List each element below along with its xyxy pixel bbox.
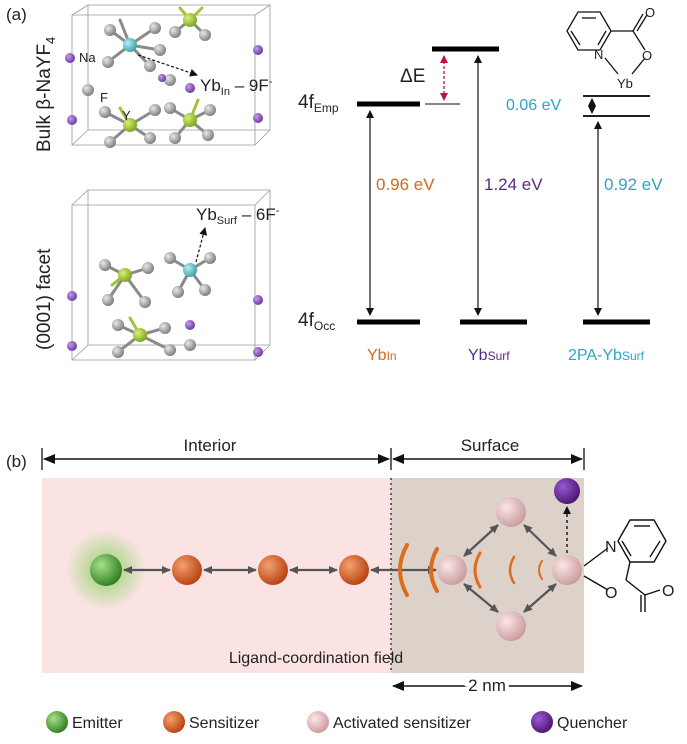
bulk-atoms — [65, 13, 263, 148]
ligand-field-arcs — [398, 543, 543, 597]
facet-site-pointer — [195, 227, 208, 263]
legend-emitter-icon — [46, 711, 68, 733]
ligand-b-o2-label: O — [662, 583, 674, 600]
sensitizer-ion-3 — [339, 555, 369, 585]
picolinate-ligand-structure — [566, 11, 648, 75]
atom-label-f: F — [100, 90, 108, 105]
transfer-arrow-down-right — [523, 583, 557, 613]
activated-sensitizer-left — [437, 555, 467, 585]
panel-b-label: (b) — [6, 452, 27, 471]
interior-label: Interior — [184, 436, 237, 455]
yb-in-energy: 0.96 eV — [376, 175, 435, 194]
surface-region — [391, 478, 584, 673]
legend-quencher-icon — [531, 711, 553, 733]
legend: Emitter Sensitizer Activated sensitizer … — [46, 711, 628, 733]
legend-activated-sensitizer-icon — [307, 711, 329, 733]
activated-sensitizer-bottom — [496, 611, 526, 641]
ligand-field-label: Ligand-coordination field — [229, 650, 403, 667]
ligand-b-o-label: O — [605, 585, 617, 602]
transfer-arrow-up-left — [463, 524, 499, 557]
emitter-ion — [90, 554, 122, 586]
occ-level-label: 4fOcc — [298, 310, 335, 333]
atom-label-na: Na — [79, 50, 96, 65]
bulk-side-label: Bulk β-NaYF4 — [34, 37, 58, 152]
col-label-yb-surf: YbSurf — [468, 347, 510, 364]
legend-quencher-label: Quencher — [557, 715, 628, 732]
facet-atoms — [67, 252, 263, 358]
col-label-pa-yb: 2PA-YbSurf — [568, 347, 645, 364]
ligand-b-n-label: N — [605, 539, 617, 556]
quencher-ion — [554, 478, 580, 504]
facet-crystal-structure — [71, 189, 271, 361]
ligand-yb-label: Yb — [617, 76, 633, 91]
scale-label: 2 nm — [468, 676, 506, 695]
sensitizer-ion-1 — [172, 555, 202, 585]
col-label-yb-in: YbIn — [367, 347, 397, 364]
activated-sensitizer-top — [496, 497, 526, 527]
surface-label: Surface — [461, 436, 520, 455]
bulk-site-pointer — [137, 54, 198, 77]
emp-level-label: 4fEmp — [298, 92, 339, 115]
sensitizer-ion-2 — [258, 555, 288, 585]
legend-sensitizer-label: Sensitizer — [189, 715, 260, 732]
delta-e-label: ΔE — [400, 66, 425, 87]
transfer-arrow-down-left — [463, 583, 499, 613]
legend-emitter-label: Emitter — [72, 715, 123, 732]
activated-sensitizer-right — [552, 555, 582, 585]
ligand-o-label: O — [642, 48, 652, 63]
legend-activated-sensitizer-label: Activated sensitizer — [333, 715, 472, 732]
bulk-site-label: YbIn – 9F- — [200, 76, 273, 98]
facet-side-label: (0001) facet — [34, 248, 55, 350]
picolinate-ligand-b — [583, 519, 667, 612]
pa-yb-energy: 0.92 eV — [604, 175, 663, 194]
legend-sensitizer-icon — [163, 711, 185, 733]
ligand-n-label: N — [594, 47, 603, 62]
ligand-o-top-label: O — [645, 5, 655, 20]
transfer-arrow-up-right — [523, 524, 557, 557]
facet-site-label: YbSurf – 6F- — [196, 205, 280, 227]
atom-label-y: Y — [122, 108, 131, 123]
small-gap-energy: 0.06 eV — [506, 97, 561, 114]
yb-surf-energy: 1.24 eV — [484, 175, 543, 194]
panel-a-label: (a) — [6, 5, 27, 24]
